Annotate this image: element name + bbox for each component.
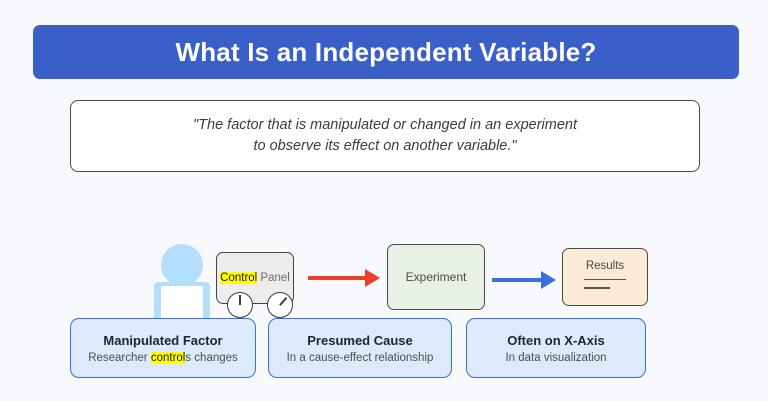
control-dial-left[interactable] <box>227 292 253 318</box>
control-panel-label: Control Panel <box>220 272 290 284</box>
dial-left-needle-icon <box>239 295 241 305</box>
title-banner: What Is an Independent Variable? <box>33 25 739 79</box>
quote-line-2: to observe its effect on another variabl… <box>253 138 517 154</box>
results-line-2-icon <box>584 287 610 289</box>
card-3-subtitle: In data visualization <box>505 351 607 364</box>
arrow-blue-head <box>541 271 556 289</box>
key-points-row: Manipulated Factor Researcher controls c… <box>0 318 768 382</box>
experiment-label: Experiment <box>405 270 467 284</box>
card-manipulated-factor[interactable]: Manipulated Factor Researcher controls c… <box>70 318 256 378</box>
arrow-blue-shaft <box>492 278 541 282</box>
card-2-title: Presumed Cause <box>307 332 413 348</box>
dial-right-needle-icon <box>279 297 288 306</box>
card-1-title: Manipulated Factor <box>103 332 223 348</box>
arrow-control-to-experiment-icon <box>308 269 380 287</box>
card-2-subtitle: In a cause-effect relationship <box>286 351 434 364</box>
card-presumed-cause[interactable]: Presumed Cause In a cause-effect relatio… <box>268 318 452 378</box>
card-often-on-x-axis[interactable]: Often on X-Axis In data visualization <box>466 318 646 378</box>
card-1-sub-after: s changes <box>185 351 238 364</box>
definition-quote-box: "The factor that is manipulated or chang… <box>70 100 700 172</box>
quote-line-1: "The factor that is manipulated or chang… <box>193 117 577 133</box>
experiment-box: Experiment <box>387 244 485 310</box>
researcher-head-icon <box>161 244 203 286</box>
control-dial-right[interactable] <box>267 292 293 318</box>
researcher-figure <box>152 244 212 330</box>
arrow-red-head <box>365 269 380 287</box>
page-title: What Is an Independent Variable? <box>175 36 597 67</box>
control-panel-label-rest: Panel <box>257 272 290 284</box>
arrow-experiment-to-results-icon <box>492 271 556 289</box>
card-1-sub-before: Researcher <box>88 351 151 364</box>
results-line-1-icon <box>584 279 626 281</box>
results-label: Results <box>585 260 625 272</box>
control-panel-label-highlight: Control <box>220 272 258 284</box>
card-3-title: Often on X-Axis <box>507 332 605 348</box>
card-1-subtitle: Researcher controls changes <box>88 351 238 364</box>
arrow-red-shaft <box>308 276 365 280</box>
process-diagram: Control Panel Experiment Results <box>0 230 768 330</box>
results-box: Results <box>562 248 648 306</box>
card-1-sub-highlight: control <box>150 351 186 364</box>
